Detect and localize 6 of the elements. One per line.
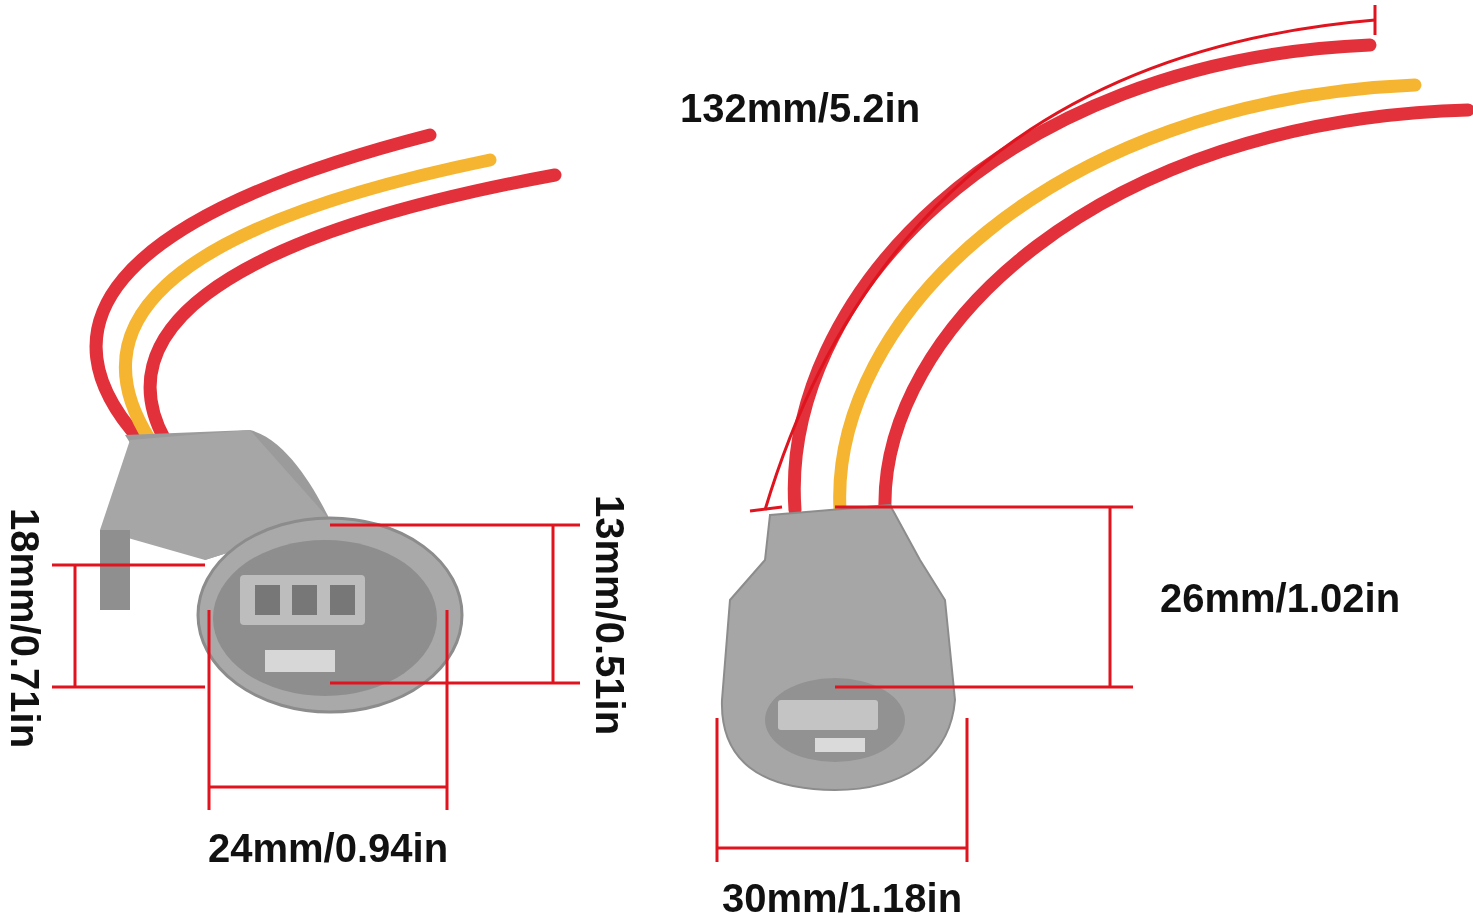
dimension-label: 13mm/0.51in bbox=[590, 494, 630, 736]
dimension-label: 132mm/5.2in bbox=[679, 88, 921, 128]
dimension-label: 30mm/1.18in bbox=[721, 878, 963, 918]
dimension-label: 18mm/0.71in bbox=[5, 507, 45, 749]
dimension-label: 24mm/0.94in bbox=[207, 828, 449, 868]
dimension-label: 26mm/1.02in bbox=[1159, 578, 1401, 618]
